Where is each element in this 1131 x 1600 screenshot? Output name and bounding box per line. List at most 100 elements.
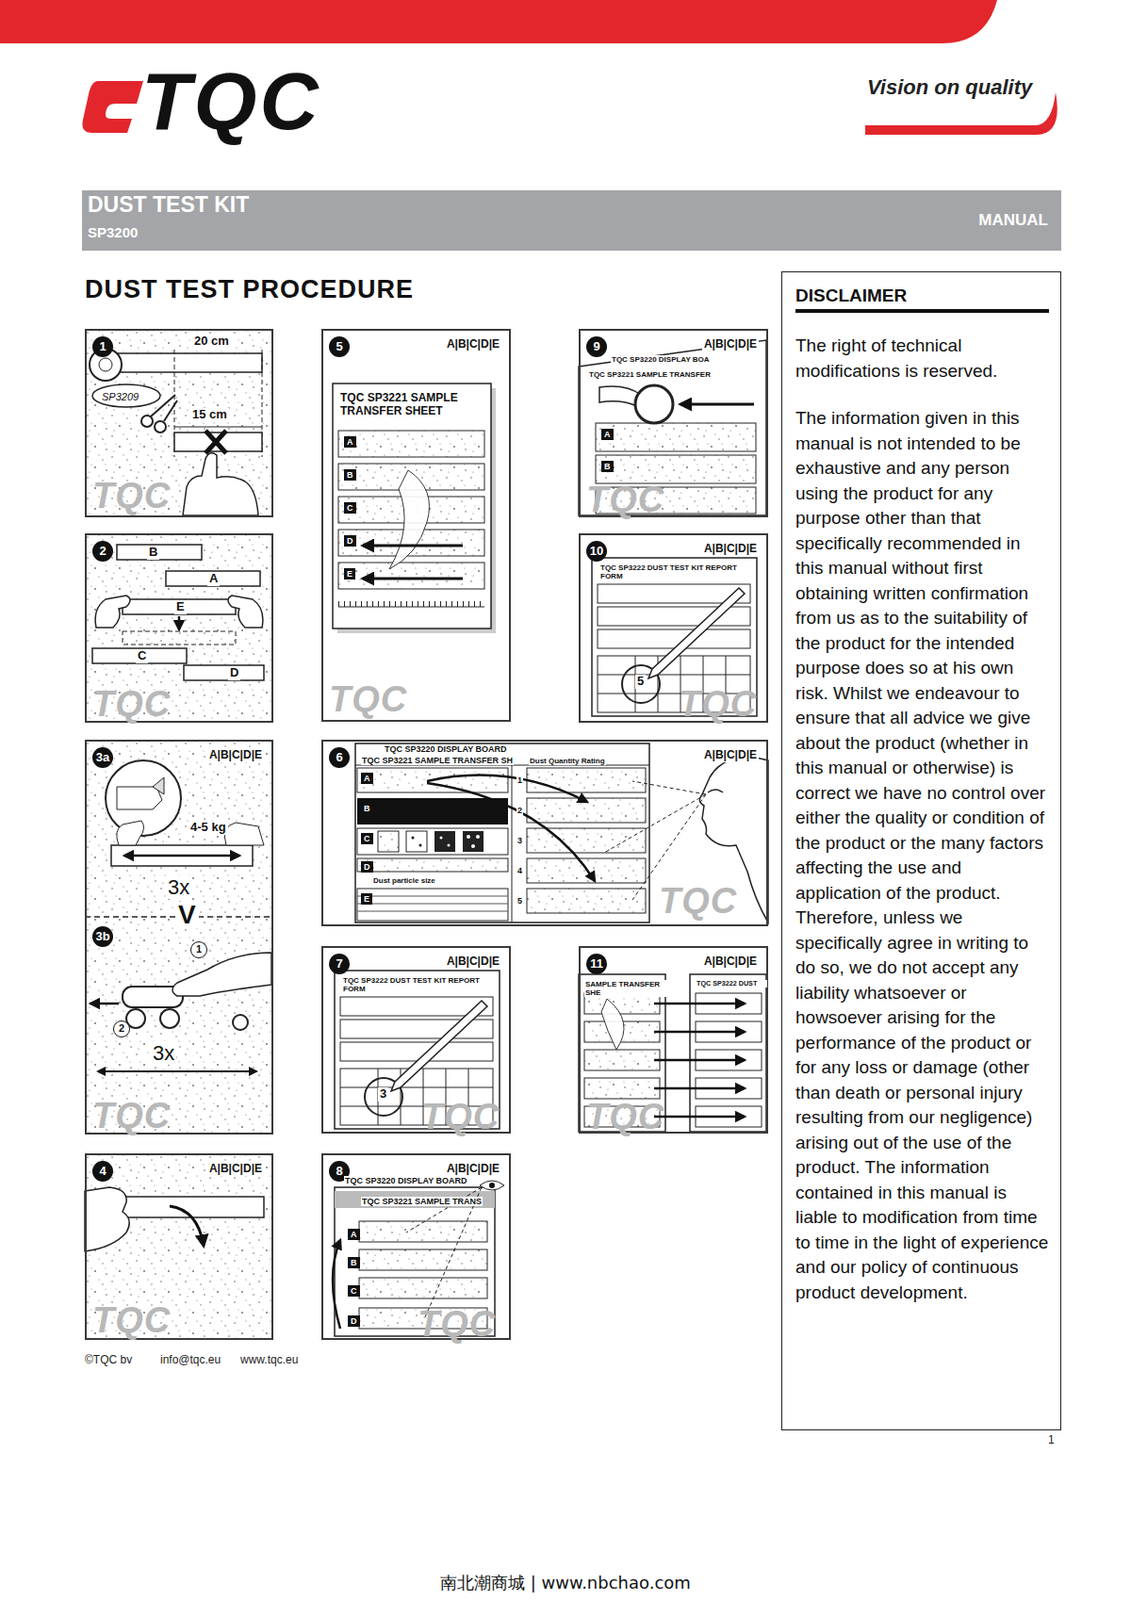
footer-text: ©TQC bv <box>84 1353 132 1367</box>
step-3-art <box>84 739 274 1135</box>
sheet-title: SAMPLE TRANSFER SHE <box>584 980 668 998</box>
sheet-title: TQC SP3222 DUST TEST KIT REPORT FORM <box>342 976 495 994</box>
column-letters: A|B|C|D|E <box>444 338 502 352</box>
callout-number: 2 <box>92 540 114 562</box>
illustration-rect <box>357 798 509 825</box>
illustration-path <box>601 999 624 1050</box>
watermark: TQC <box>658 883 738 919</box>
row-letter: A <box>344 436 357 448</box>
illustration-rect <box>338 430 485 458</box>
column-letters: A|B|C|D|E <box>207 1163 264 1177</box>
row-letter: C <box>347 1285 361 1297</box>
illustration-line <box>362 544 463 548</box>
illustration-path <box>391 1000 488 1092</box>
illustration-rect <box>105 353 263 373</box>
illustration-rect <box>84 328 274 518</box>
illustration-rect <box>584 1049 660 1071</box>
illustration-line <box>124 854 240 858</box>
callout-number: 6 <box>328 747 350 769</box>
illustration-circle <box>411 836 415 840</box>
row-letter: D <box>344 535 357 547</box>
sheet-title: TQC SP3222 DUST <box>695 980 768 988</box>
illustration-path <box>116 786 163 810</box>
illustration-rect <box>338 562 485 590</box>
illustration-circle <box>141 415 153 427</box>
illustration-rect <box>595 423 756 452</box>
illustration-line <box>511 765 513 923</box>
logo-mark <box>81 81 144 133</box>
row-letter: D <box>360 861 374 873</box>
illustration-line <box>654 1059 745 1063</box>
sheet-title: Dust particle size <box>372 876 437 886</box>
step-panel: 10A|B|C|D|ETQC SP3222 DUST TEST KIT REPO… <box>578 533 769 723</box>
illustration-circle <box>475 835 480 839</box>
illustration-circle <box>635 385 673 424</box>
callout-number: 5 <box>328 336 350 358</box>
step-panel: 7A|B|C|D|ETQC SP3222 DUST TEST KIT REPOR… <box>321 946 511 1134</box>
illustration-circle <box>466 835 471 839</box>
row-letter: C <box>360 833 374 845</box>
illustration-circle <box>154 421 166 433</box>
column-letters: A|B|C|D|E <box>207 749 264 763</box>
illustration-rect <box>84 533 274 723</box>
column-letters: A|B|C|D|E <box>702 749 759 763</box>
illustration-line <box>654 1031 745 1034</box>
illustration-rect <box>340 1042 493 1062</box>
sheet-title: TQC SP3220 DISPLAY BOARD <box>344 1176 469 1186</box>
sheet-title: TQC SP3220 DISPLAY BOARD <box>383 744 509 754</box>
illustration-rect <box>526 828 646 853</box>
illustration-path <box>332 1240 341 1329</box>
row-letter: B <box>347 1257 361 1269</box>
row-letter: B <box>344 469 357 481</box>
watermark: TQC <box>92 1098 171 1134</box>
product-name: DUST TEST KIT <box>87 192 249 217</box>
column-letters: A|B|C|D|E <box>444 955 502 969</box>
illustration-rect <box>357 828 509 855</box>
sheet-title: TQC SP3221 SAMPLE TRANSFER SHEET <box>340 391 482 419</box>
illustration-rect <box>359 1278 488 1299</box>
illustration-rect <box>584 1078 660 1099</box>
illustration-rect <box>359 1249 488 1271</box>
step-panel: 9A|B|C|D|ETQC SP3220 DISPLAY BOATQC SP32… <box>578 328 769 518</box>
illustration-rect <box>406 831 427 853</box>
illustration-path <box>95 595 131 628</box>
step-panel: 8A|B|C|D|ETQC SP3220 DISPLAY BOARDTQC SP… <box>321 1153 511 1341</box>
illustration-rect <box>434 831 456 853</box>
sheet-title: TQC SP3221 SAMPLE TRANSFER <box>588 370 712 379</box>
page-number: 1 <box>1048 1433 1055 1447</box>
document-type: MANUAL <box>978 211 1049 230</box>
page-title: DUST TEST PROCEDURE <box>84 275 414 305</box>
illustration-line <box>357 903 509 905</box>
illustration-line <box>357 896 509 898</box>
sheet-title: TQC SP3220 DISPLAY BOA <box>610 355 711 364</box>
illustration-rect <box>526 888 646 914</box>
step-2-art <box>84 533 274 723</box>
disclaimer-box: DISCLAIMER The right of technical modific… <box>781 271 1062 1431</box>
sheet-title: 1 <box>516 775 524 786</box>
row-letter: A <box>347 1229 361 1241</box>
illustration-rect <box>332 383 492 629</box>
sheet-title: Dust Quantity Rating <box>528 756 607 766</box>
watermark: TQC <box>421 1098 500 1135</box>
illustration-line <box>406 1187 482 1233</box>
watermark: TQC <box>92 477 171 514</box>
step-panel: 5 A|B|C|D|E TQC SP3221 SAMPLE TRANSFER SHE… <box>321 328 511 722</box>
illustration-line <box>604 794 706 853</box>
illustration-rect <box>595 455 756 484</box>
step-panel: 3aA|B|C|D|E4-5 kg3xV3b123xTQC <box>84 739 274 1135</box>
illustration-rect <box>122 599 236 615</box>
illustration-path <box>152 777 164 795</box>
illustration-path <box>172 952 272 997</box>
illustration-path <box>648 588 745 679</box>
illustration-path <box>479 1180 505 1191</box>
illustration-line <box>338 606 485 608</box>
illustration-line <box>425 1187 482 1318</box>
section-heading: DISCLAIMER <box>795 285 1050 313</box>
row-letter: D <box>347 1315 361 1328</box>
body-text: The right of technical modifications is … <box>795 333 1050 384</box>
row-letter: E <box>344 568 356 580</box>
illustration-line <box>357 911 509 913</box>
illustration-circle <box>440 836 443 840</box>
illustration-circle <box>98 358 113 372</box>
callout-number: 3a <box>92 747 114 769</box>
